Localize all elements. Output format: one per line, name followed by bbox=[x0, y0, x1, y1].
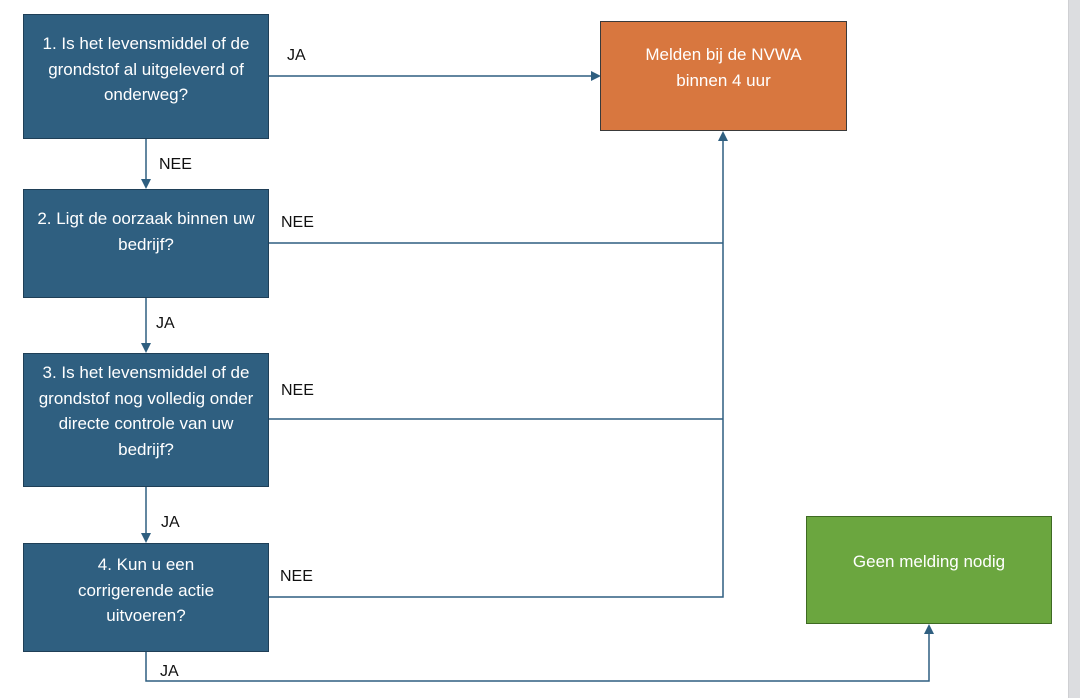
label-q1-report: JA bbox=[287, 47, 306, 64]
connector-q4-no-report bbox=[145, 624, 934, 682]
report-nvwa-box: Melden bij de NVWA binnen 4 uur bbox=[600, 21, 847, 131]
question-4-text: 4. Kun u een corrigerende actie uitvoere… bbox=[77, 555, 215, 625]
report-nvwa-text: Melden bij de NVWA binnen 4 uur bbox=[645, 45, 802, 90]
no-report-text: Geen melding nodig bbox=[852, 552, 1006, 571]
label-q4-no-report: JA bbox=[160, 663, 179, 680]
label-q4-report: NEE bbox=[280, 568, 313, 585]
question-3-text: 3. Is het levensmiddel of de grondstof n… bbox=[38, 363, 254, 459]
question-1-box: 1. Is het levensmiddel of de grondstof a… bbox=[23, 14, 269, 139]
question-2-text: 2. Ligt de oorzaak binnen uw bedrijf? bbox=[37, 209, 255, 254]
question-4-box: 4. Kun u een corrigerende actie uitvoere… bbox=[23, 543, 269, 652]
label-q3-report: NEE bbox=[281, 382, 314, 399]
question-2-box: 2. Ligt de oorzaak binnen uw bedrijf? bbox=[23, 189, 269, 298]
label-q2-q3: JA bbox=[156, 315, 175, 332]
label-q1-q2: NEE bbox=[159, 156, 192, 173]
no-report-box: Geen melding nodig bbox=[806, 516, 1052, 624]
connector-q4-trunk bbox=[268, 131, 728, 598]
question-3-box: 3. Is het levensmiddel of de grondstof n… bbox=[23, 353, 269, 487]
window-edge bbox=[1068, 0, 1080, 698]
question-1-text: 1. Is het levensmiddel of de grondstof a… bbox=[42, 34, 250, 104]
label-q3-q4: JA bbox=[161, 514, 180, 531]
label-q2-report: NEE bbox=[281, 214, 314, 231]
